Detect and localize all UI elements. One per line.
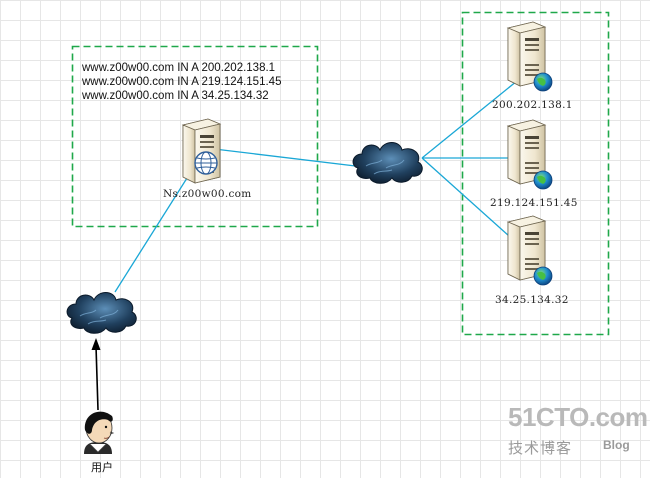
dns-record: www.z00w00.com IN A 219.124.151.45 xyxy=(82,76,282,88)
internet-cloud-icon xyxy=(352,142,423,184)
web-server-1-label: 200.202.138.1 xyxy=(492,99,573,111)
web-server-3-icon xyxy=(507,215,553,286)
web-server-2-label: 219.124.151.45 xyxy=(490,197,578,209)
link-cloud-to-server-1 xyxy=(421,71,529,159)
network-links xyxy=(114,71,530,293)
dns-records-block: www.z00w00.com IN A 200.202.138.1 www.z0… xyxy=(82,61,281,103)
watermark-site: 51CTO.com xyxy=(508,402,648,432)
dns-record: www.z00w00.com IN A 200.202.138.1 xyxy=(82,62,276,74)
dns-server-group-box xyxy=(71,45,319,228)
web-server-group-box xyxy=(461,11,610,336)
link-dns-to-internet-cloud xyxy=(205,147,373,169)
web-server-2-icon xyxy=(507,119,553,190)
web-server-1-icon xyxy=(507,21,553,92)
dns-server-icon xyxy=(182,118,221,184)
user-label: 用户 xyxy=(91,462,113,474)
dns-server-label: Ns.z00w00.com xyxy=(163,188,252,200)
dns-record: www.z00w00.com IN A 34.25.134.32 xyxy=(82,90,269,102)
user-network-cloud-icon xyxy=(66,292,137,334)
watermark-logo: 51CTO.com 技术博客 Blog xyxy=(508,402,648,464)
watermark-chinese: 技术博客 xyxy=(508,439,573,457)
user-arrow-line xyxy=(95,345,99,411)
watermark-blog: Blog xyxy=(603,438,630,452)
user-person-icon xyxy=(84,411,115,454)
web-server-3-label: 34.25.134.32 xyxy=(495,294,569,306)
user-arrow-head xyxy=(91,338,101,350)
